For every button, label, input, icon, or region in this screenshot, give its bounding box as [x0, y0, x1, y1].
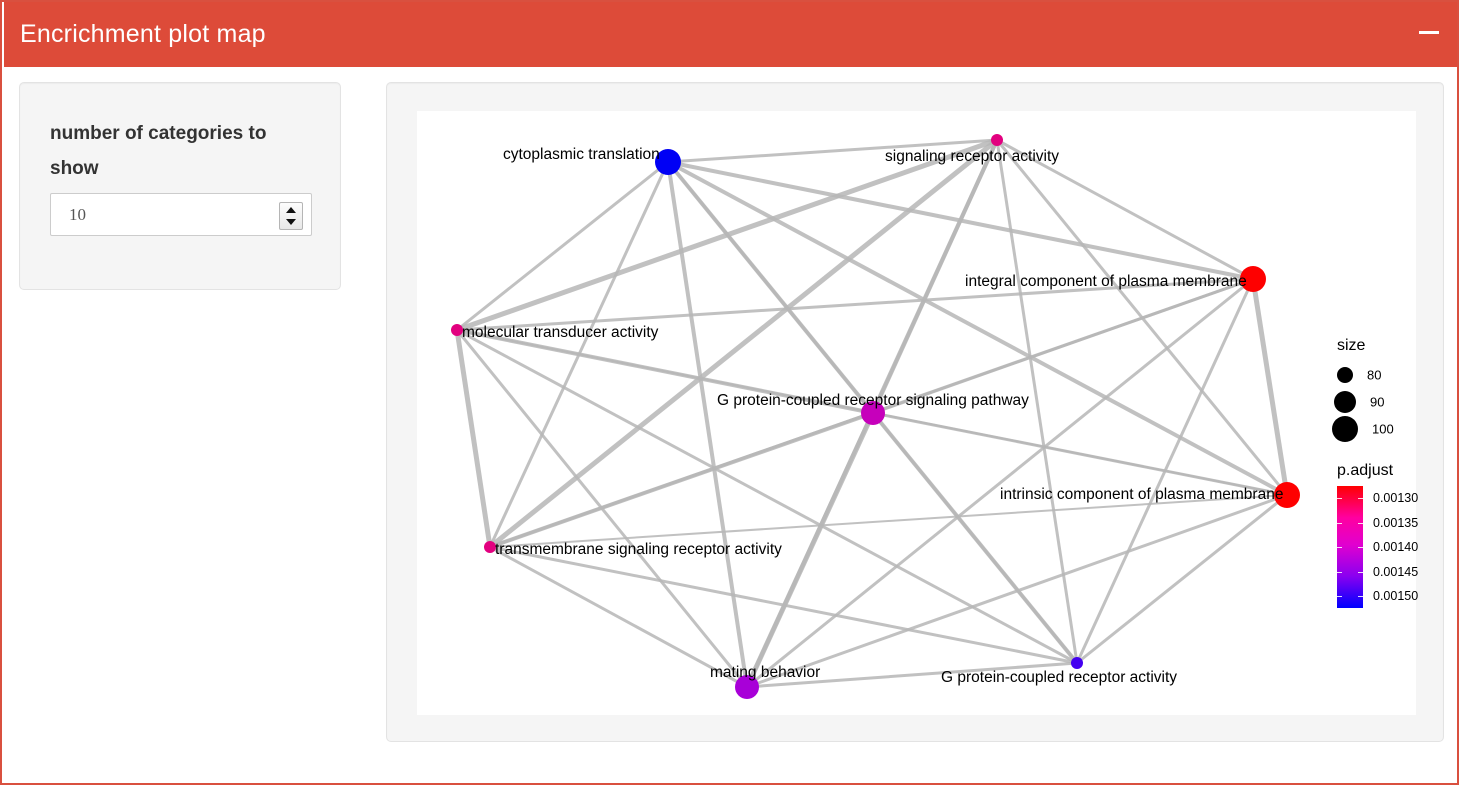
network-node-label: signaling receptor activity	[885, 148, 1060, 165]
network-edge	[746, 277, 1254, 689]
legend-padjust-gradient: 0.00130 0.00135 0.00140 0.00145 0.00150	[1337, 486, 1457, 611]
legend-size-dot	[1337, 366, 1353, 383]
legend-size-row: 80	[1337, 361, 1457, 388]
legend-gradient-label: 0.00150	[1373, 589, 1419, 603]
page-title: Encrichment plot map	[20, 20, 266, 48]
network-node-label: intrinsic component of plasma membrane	[1000, 486, 1284, 503]
network-node[interactable]	[484, 541, 496, 553]
window-title-bar: Encrichment plot map	[4, 2, 1457, 67]
legend-padjust-title: p.adjust	[1337, 462, 1394, 479]
legend-gradient-tick	[1337, 498, 1363, 499]
network-edge	[746, 493, 1288, 689]
legend-size-row: 100	[1332, 415, 1457, 442]
network-edge	[871, 411, 1079, 665]
minimize-bar	[1419, 31, 1439, 34]
caret-down-icon[interactable]	[286, 219, 296, 225]
network-node[interactable]	[1071, 657, 1083, 669]
network-edge	[454, 329, 493, 548]
network-node[interactable]	[655, 149, 681, 175]
legend-size-dot	[1334, 390, 1356, 413]
network-edge	[489, 545, 1078, 665]
network-edge	[456, 277, 1254, 332]
legend-gradient-label: 0.00145	[1373, 564, 1419, 579]
network-edge	[746, 661, 1078, 689]
legend-gradient-tick	[1337, 547, 1363, 548]
legend-gradient-label: 0.00135	[1373, 515, 1419, 530]
network-node-label: integral component of plasma membrane	[965, 273, 1247, 290]
legend-size-entries: 80 90 100	[1332, 361, 1457, 442]
legend-gradient-tick	[1337, 522, 1363, 524]
network-node-label: transmembrane signaling receptor activit…	[495, 541, 782, 558]
legend-size-dot	[1332, 415, 1358, 442]
categories-input-label: number of categories to show	[50, 123, 267, 179]
network-edge	[489, 494, 1288, 548]
legend-gradient-label: 0.00140	[1373, 540, 1419, 554]
network-edge	[667, 138, 998, 164]
app-content: number of categories to show 10 cytoplas…	[4, 67, 1457, 783]
plot-panel: cytoplasmic translation signaling recepto…	[386, 82, 1444, 742]
minimize-icon[interactable]	[1419, 22, 1441, 44]
legend-gradient-tick	[1337, 571, 1363, 573]
network-node[interactable]	[451, 324, 463, 336]
network-node[interactable]	[735, 675, 759, 699]
network-edge	[488, 138, 999, 549]
legend-size-label: 80	[1367, 367, 1382, 382]
network-node[interactable]	[1274, 482, 1300, 508]
network-edge	[872, 411, 1288, 497]
network-node[interactable]	[1240, 266, 1266, 292]
network-edge	[456, 160, 669, 332]
network-edge	[489, 545, 748, 689]
sidebar-panel: number of categories to show 10	[19, 82, 341, 290]
network-edge	[1250, 278, 1290, 496]
network-node-label: mating behavior	[710, 664, 821, 681]
network-node-label: cytoplasmic translation	[503, 146, 660, 163]
network-node[interactable]	[861, 401, 885, 425]
node-layer	[451, 134, 1300, 699]
categories-number-input[interactable]: 10	[50, 193, 312, 236]
legend-gradient-label: 0.00130	[1373, 491, 1419, 505]
network-node[interactable]	[991, 134, 1003, 146]
network-edge	[744, 411, 876, 689]
network-graph-svg	[451, 134, 1300, 699]
network-edge	[456, 137, 998, 333]
network-node-label: G protein-coupled receptor activity	[941, 669, 1178, 686]
enrichment-network-plot: cytoplasmic translation signaling recepto…	[417, 111, 1416, 715]
legend-size-label: 100	[1372, 421, 1394, 436]
legend-size-label: 90	[1370, 394, 1385, 409]
legend-gradient-tick	[1337, 596, 1363, 597]
network-edge	[1076, 493, 1288, 665]
caret-up-icon[interactable]	[286, 207, 296, 213]
number-stepper[interactable]	[279, 202, 303, 230]
legend-size-row: 90	[1334, 388, 1457, 415]
network-edge	[996, 138, 1254, 281]
network-edge	[489, 411, 874, 549]
network-node-label: molecular transducer activity	[462, 324, 659, 341]
network-node-label: G protein-coupled receptor signaling pat…	[717, 392, 1029, 409]
legend-size-title: size	[1337, 337, 1366, 354]
categories-input-value: 10	[69, 205, 86, 224]
